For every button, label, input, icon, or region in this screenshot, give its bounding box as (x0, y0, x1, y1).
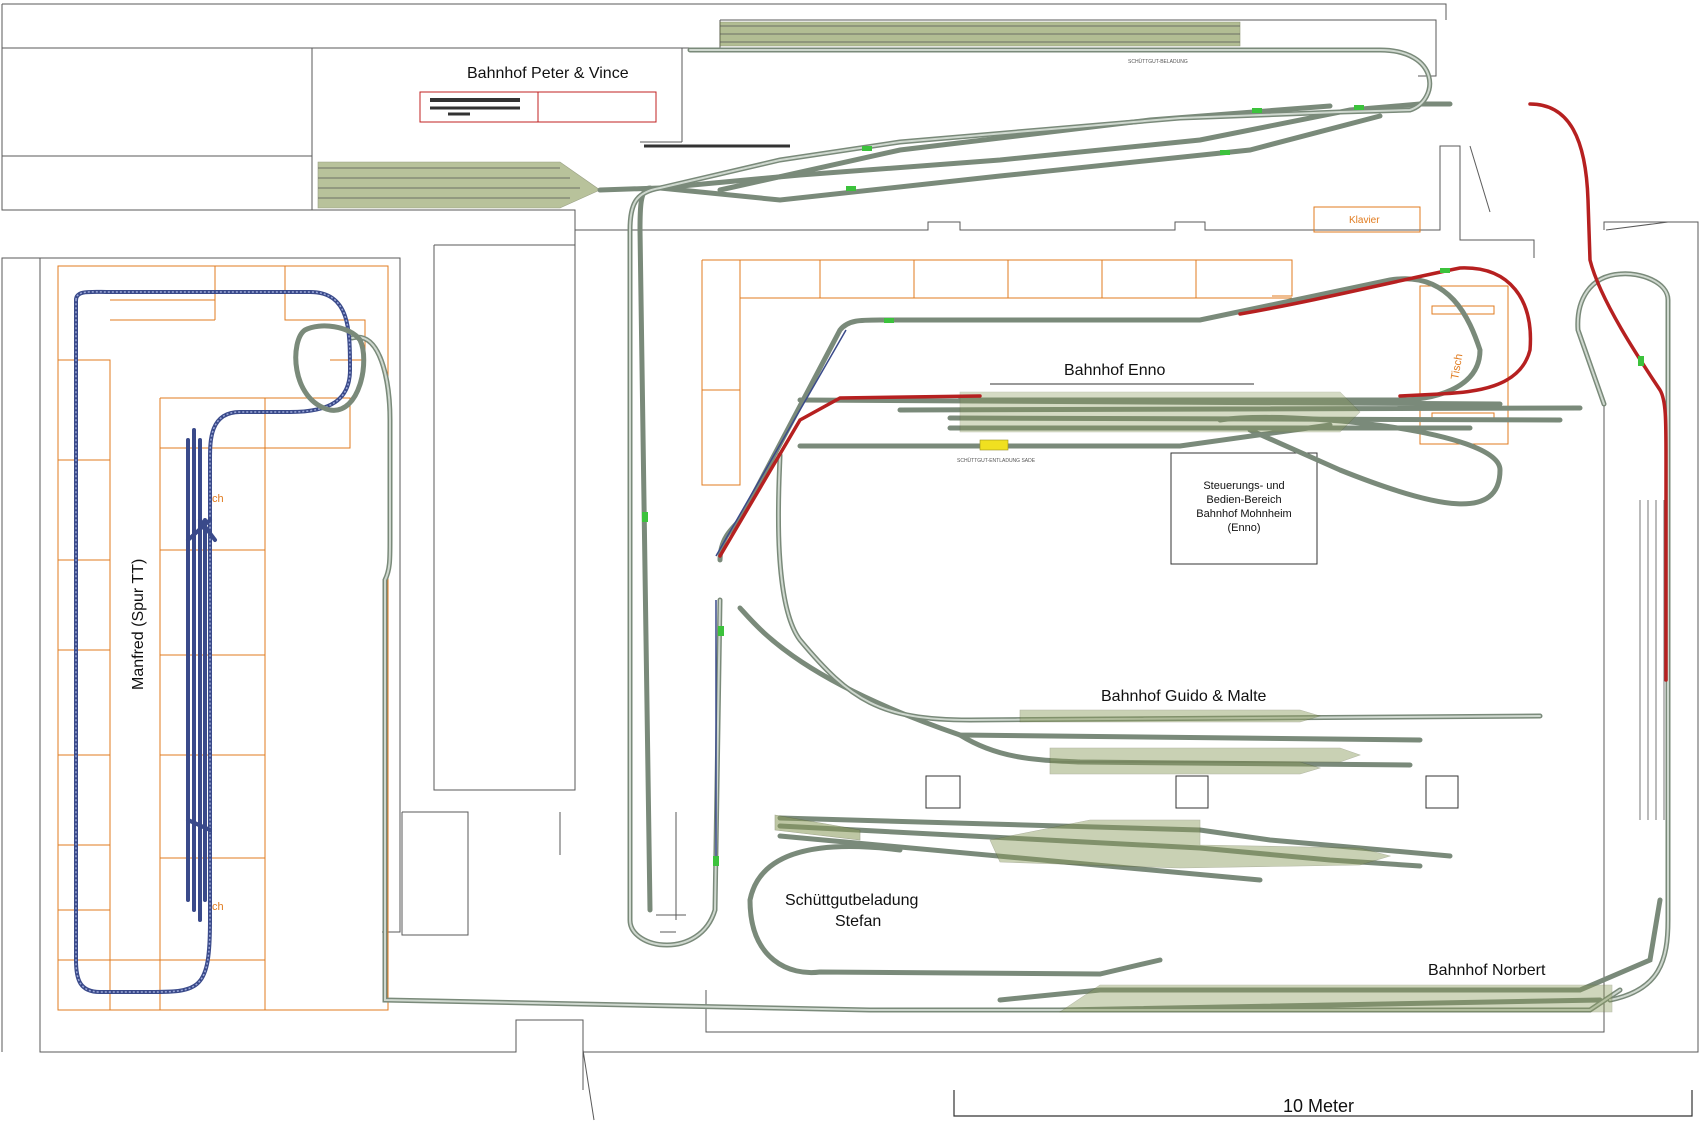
room-outlines (57, 91, 1509, 1011)
label-norbert: Bahnhof Norbert (1428, 962, 1546, 979)
room-walls (1, 3, 1699, 1121)
enno-yard (959, 391, 1361, 433)
control-area-line4: (Enno) (1227, 522, 1260, 534)
label-enno: Bahnhof Enno (1064, 362, 1166, 379)
tt-layout (74, 289, 367, 994)
schuettgut-yard (774, 814, 1392, 869)
scale-label: 10 Meter (1283, 1096, 1354, 1116)
red-tracks (718, 102, 1668, 682)
scale-bar (953, 1090, 1693, 1117)
yellow-marker (979, 439, 1009, 451)
control-area-line3: Bahnhof Mohnheim (1196, 508, 1291, 520)
label-guido-malte: Bahnhof Guido & Malte (1101, 688, 1267, 705)
label-peter-vince: Bahnhof Peter & Vince (467, 65, 629, 82)
label-ch-2: ch (212, 901, 224, 913)
label-schuettgut-entladung-small: SCHÜTTGUT-ENTLADUNG SADE (957, 457, 1036, 464)
label-manfred: Manfred (Spur TT) (130, 559, 147, 690)
label-tisch: Tisch (1449, 353, 1465, 381)
label-ch-1: ch (212, 493, 224, 505)
control-area-line1: Steuerungs- und (1203, 480, 1284, 492)
label-schuettgut-beladung-small: SCHÜTTGUT-BELADUNG (1128, 58, 1188, 65)
blue-ramp (715, 329, 847, 856)
fixtures (644, 144, 1495, 809)
label-schuettgut-line1: Schüttgutbeladung (785, 892, 918, 909)
label-klavier: Klavier (1349, 215, 1380, 226)
norbert-yard (1059, 500, 1665, 1013)
green-markers (642, 105, 1644, 866)
guido-malte-yard (1019, 709, 1361, 775)
peter-vince-yards (317, 21, 1241, 209)
control-area-line2: Bedien-Bereich (1206, 494, 1281, 506)
label-schuettgut-line2: Stefan (835, 913, 881, 930)
track-inner-lines (351, 49, 1669, 1011)
